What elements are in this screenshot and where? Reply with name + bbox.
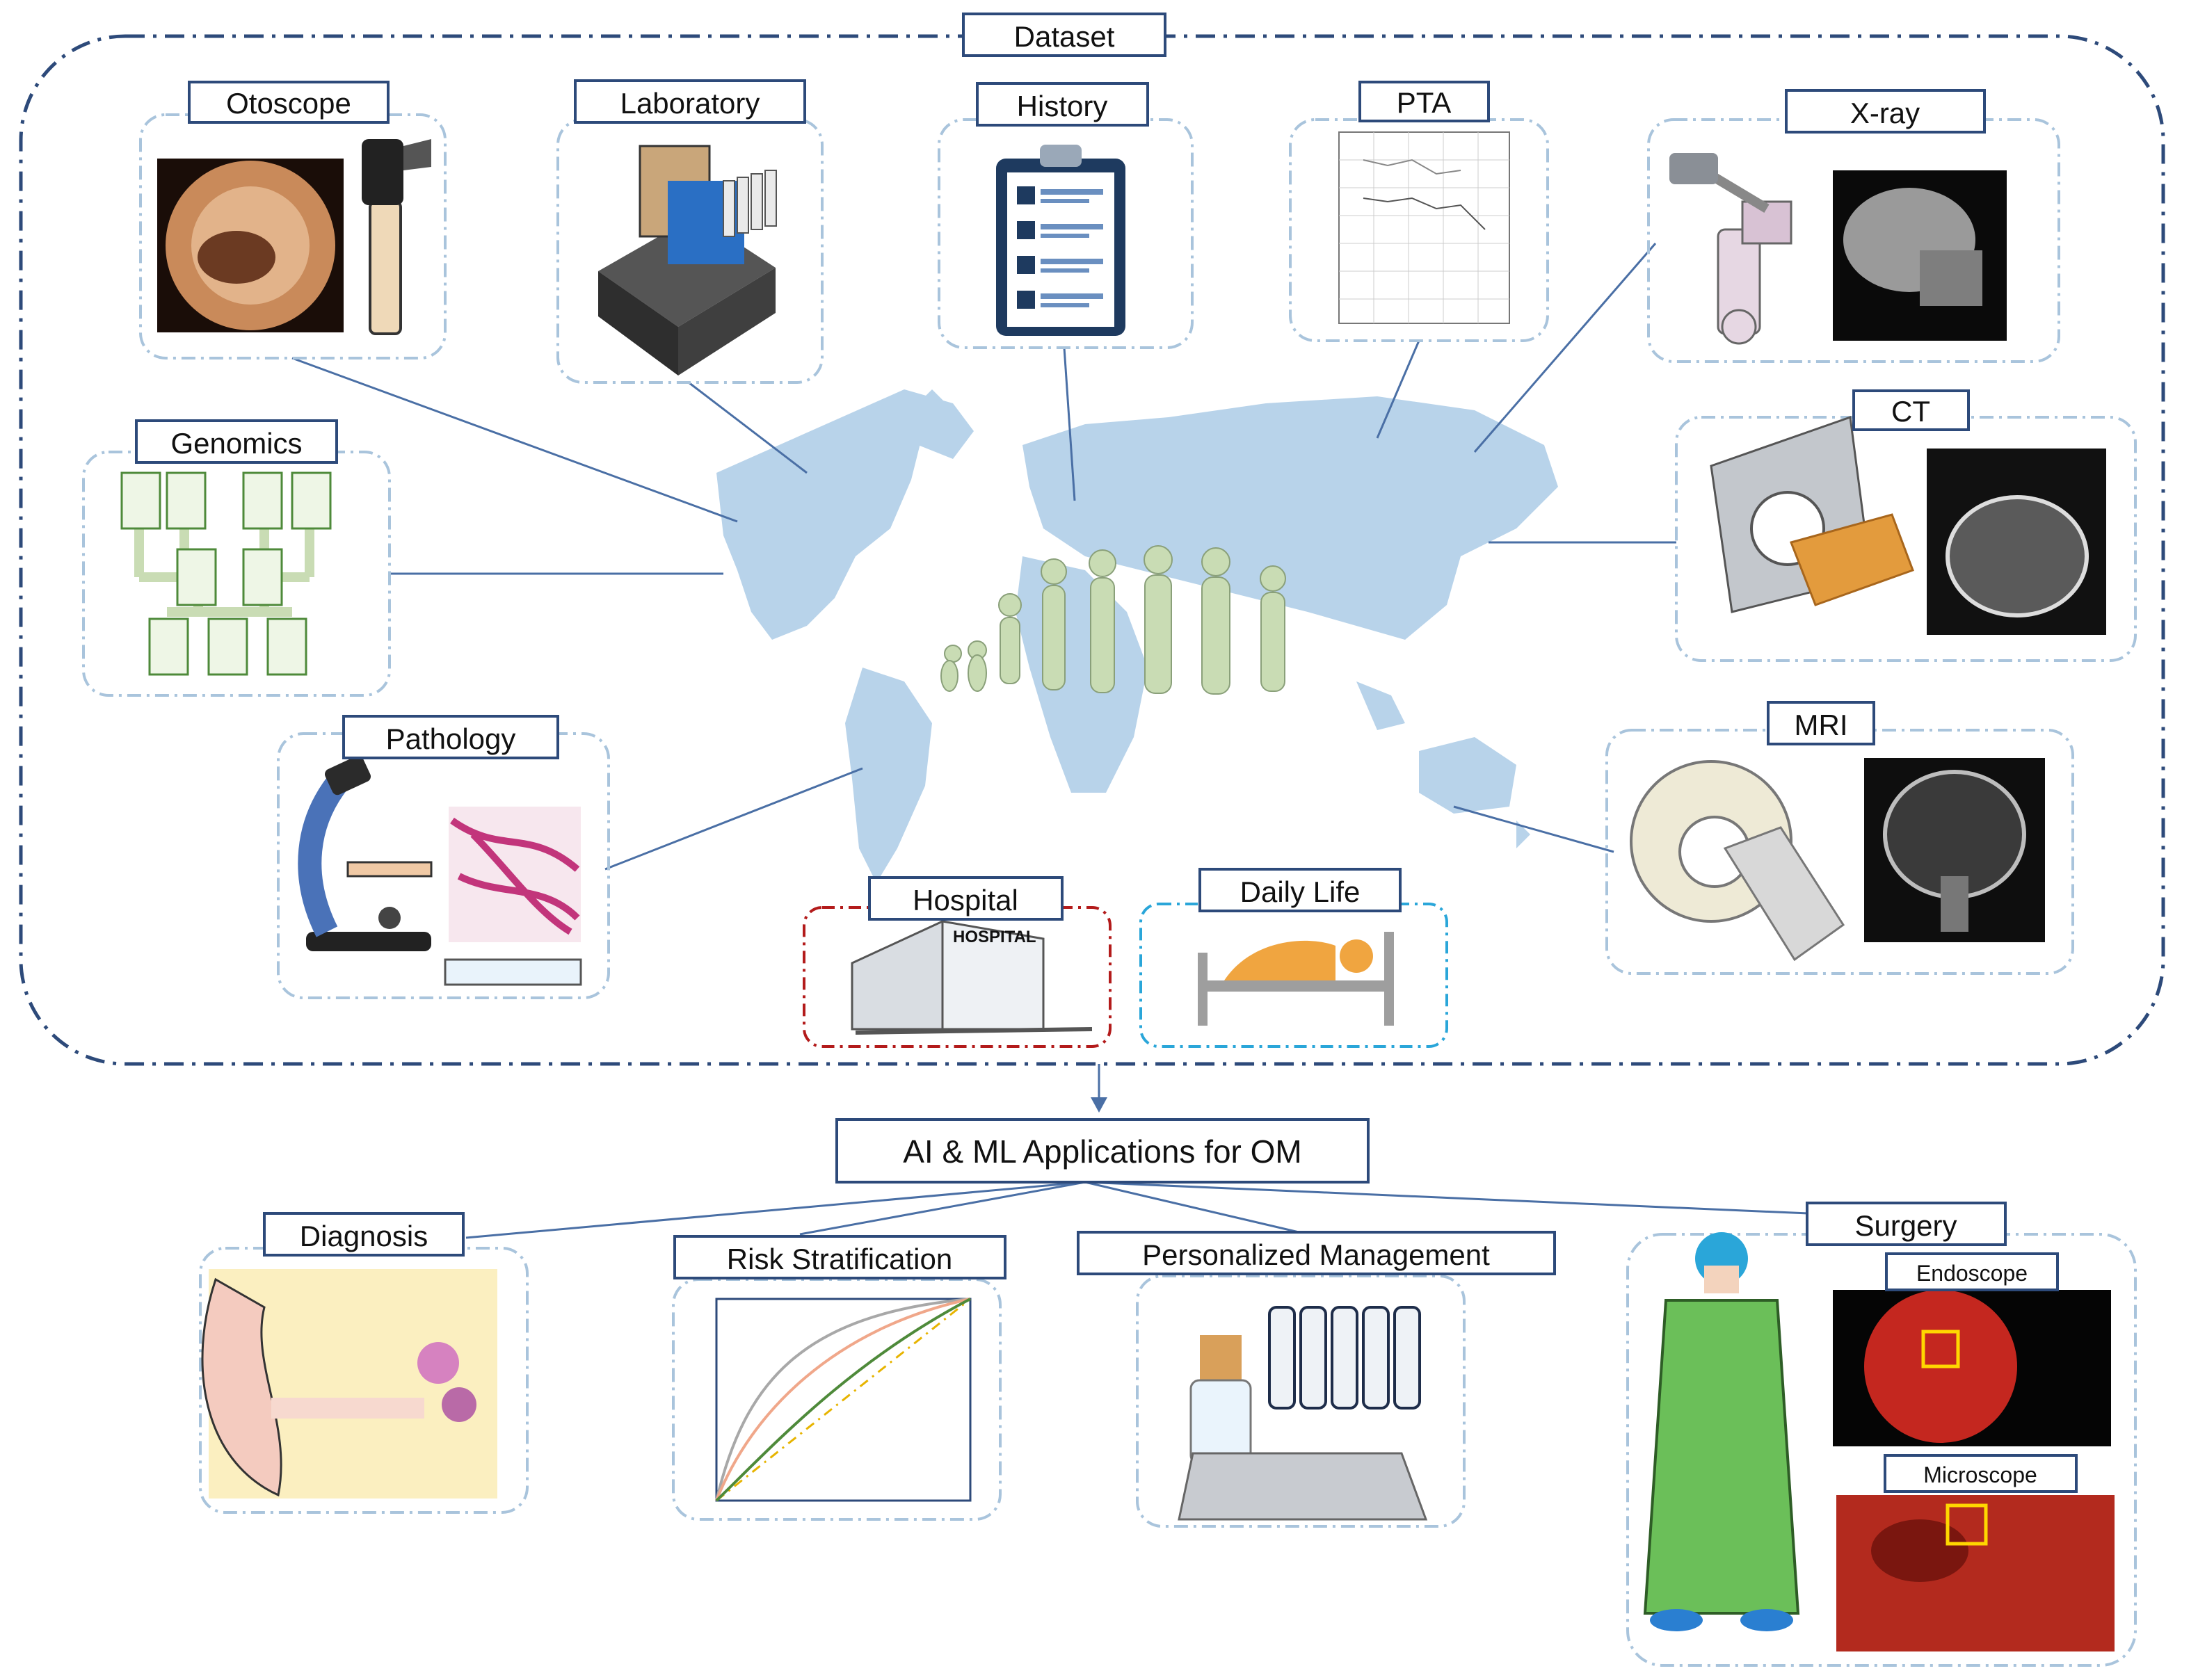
applications-title: AI & ML Applications for OM [903,1133,1302,1170]
microscope-image-icon [1836,1495,2115,1651]
microscope-icon [298,755,433,951]
label-surgery: Surgery [1854,1209,1957,1242]
card-history [938,118,1194,349]
label-ct: CT [1891,395,1930,428]
label-xray: X-ray [1850,97,1920,129]
label-diagnosis: Diagnosis [300,1220,428,1252]
world-map-icon [716,389,1558,883]
connector-lines [291,243,1809,1239]
mri-scan-icon [1864,758,2045,942]
hospital-building-icon: HOSPITAL [851,919,1093,1035]
label-risk: Risk Stratification [727,1243,952,1275]
roc-curve-icon [715,1298,972,1502]
ear-anatomy-icon [201,1269,497,1499]
card-otoscope [139,113,447,360]
human-growth-icon [940,545,1286,695]
ct-scanner-icon [1710,415,1914,613]
endoscope-image-icon [1833,1290,2111,1446]
label-microscope: Microscope [1923,1462,2037,1487]
bed-icon [1198,932,1394,1026]
label-laboratory: Laboratory [620,87,760,120]
down-arrow [1091,1097,1107,1113]
mri-scanner-icon [1630,760,1845,962]
label-mri: MRI [1795,709,1848,741]
label-history: History [1017,90,1108,122]
medicine-icon [1178,1306,1428,1521]
clipboard-icon [996,145,1125,336]
otoscope-icon [157,139,431,335]
histology-slide-icon [444,807,582,986]
card-laboratory [556,118,824,384]
ct-scan-icon [1927,449,2106,635]
label-endoscope: Endoscope [1916,1261,2028,1286]
pedigree-icon [120,471,332,676]
label-boxes [135,13,2078,1493]
label-genomics: Genomics [170,427,302,460]
card-surgery [1626,1233,2137,1667]
label-daily-life: Daily Life [1240,875,1361,908]
label-pathology: Pathology [386,722,516,755]
card-risk [672,1278,1002,1521]
label-hospital: Hospital [913,884,1018,916]
label-pta: PTA [1397,86,1452,119]
label-otoscope: Otoscope [226,87,351,120]
surgeon-icon [1643,1232,1800,1631]
hospital-sign: HOSPITAL [953,928,1036,946]
card-genomics [82,451,391,697]
lab-machine-icon [598,145,777,375]
dataset-title: Dataset [1014,20,1115,53]
card-diagnosis [199,1247,529,1514]
skull-xray-icon [1833,170,2007,341]
xray-machine-icon [1669,153,1792,345]
label-management: Personalized Management [1142,1238,1490,1271]
audiogram-icon [1338,131,1510,324]
